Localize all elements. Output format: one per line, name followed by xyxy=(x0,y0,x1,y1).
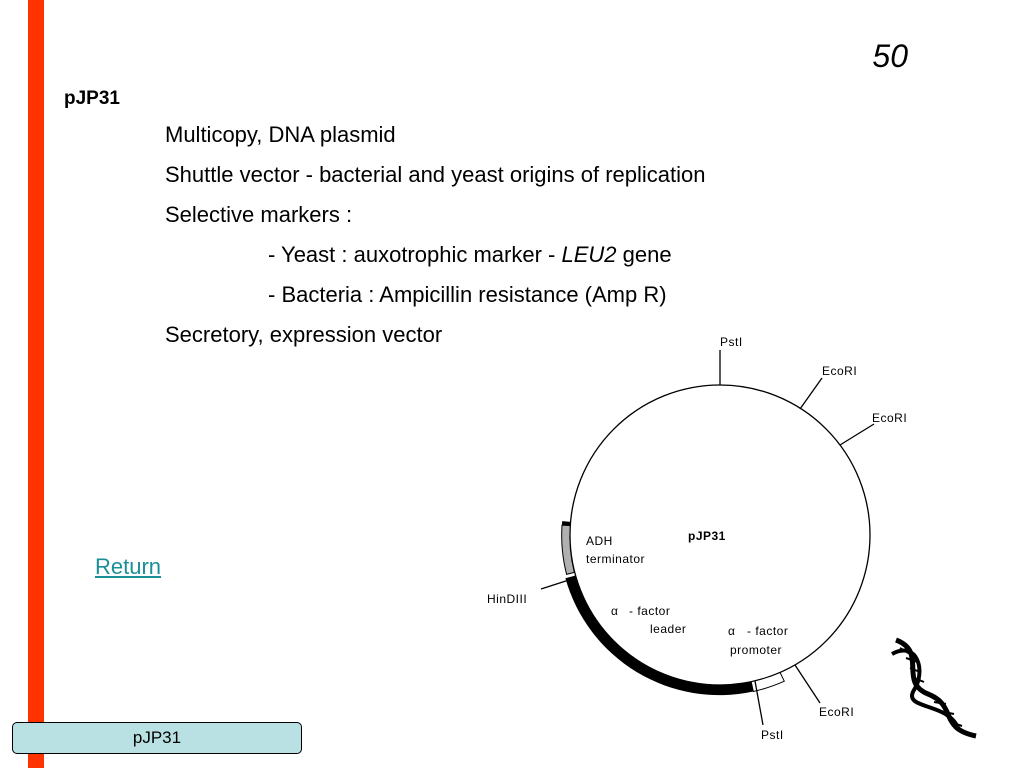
ecor1-3-tick xyxy=(794,664,821,704)
footer-label-box: pJP31 xyxy=(12,722,302,754)
bullet-yeast-marker: - Yeast : auxotrophic marker - LEU2 gene xyxy=(268,242,672,268)
dna-helix-icon xyxy=(891,637,977,739)
ecor1-2-label: EcoRI xyxy=(872,411,907,425)
ecor1-3-label: EcoRI xyxy=(819,705,854,719)
slide-title: pJP31 xyxy=(64,88,120,109)
ecor1-1-tick xyxy=(799,377,823,410)
bullet-shuttle-vector: Shuttle vector - bacterial and yeast ori… xyxy=(165,162,706,187)
hind3-label: HinDIII xyxy=(487,592,527,606)
pst1-bottom-label: PstI xyxy=(761,728,784,742)
accent-bar xyxy=(28,0,44,768)
ecor1-2-tick xyxy=(839,423,875,446)
pst1-bottom-tick xyxy=(754,680,764,726)
hind3-tick xyxy=(540,578,573,590)
leader-alpha: α xyxy=(611,604,618,618)
adh-cap xyxy=(562,521,571,526)
promoter-label-line1: - factor xyxy=(747,624,788,638)
alpha-factor-promoter-region xyxy=(750,671,785,693)
bullet-secretory-vector: Secretory, expression vector xyxy=(165,322,443,347)
yeast-marker-prefix: - Yeast : auxotrophic marker - xyxy=(268,242,562,267)
adh-label-line2: terminator xyxy=(586,552,645,566)
bullet-selective-markers: Selective markers : xyxy=(165,202,353,227)
adh-terminator-region xyxy=(561,524,575,576)
ecor1-1-label: EcoRI xyxy=(822,364,857,378)
leu2-gene: LEU2 xyxy=(561,242,617,267)
alpha-factor-leader-region xyxy=(565,575,754,696)
bullet-bacteria-marker: - Bacteria : Ampicillin resistance (Amp … xyxy=(268,282,667,307)
leader-label-line2: leader xyxy=(650,622,686,636)
footer-label: pJP31 xyxy=(132,728,182,747)
adh-label-line1: ADH xyxy=(586,534,613,548)
promoter-label-line2: promoter xyxy=(730,643,782,657)
page-number: 50 xyxy=(872,38,908,74)
bullet-multicopy: Multicopy, DNA plasmid xyxy=(165,122,396,147)
return-link[interactable]: Return xyxy=(95,554,162,579)
yeast-marker-suffix: gene xyxy=(616,242,672,267)
leader-label-line1: - factor xyxy=(629,604,670,618)
plasmid-name: pJP31 xyxy=(688,529,726,543)
pst1-top-label: PstI xyxy=(720,335,743,349)
promoter-alpha: α xyxy=(728,624,735,638)
